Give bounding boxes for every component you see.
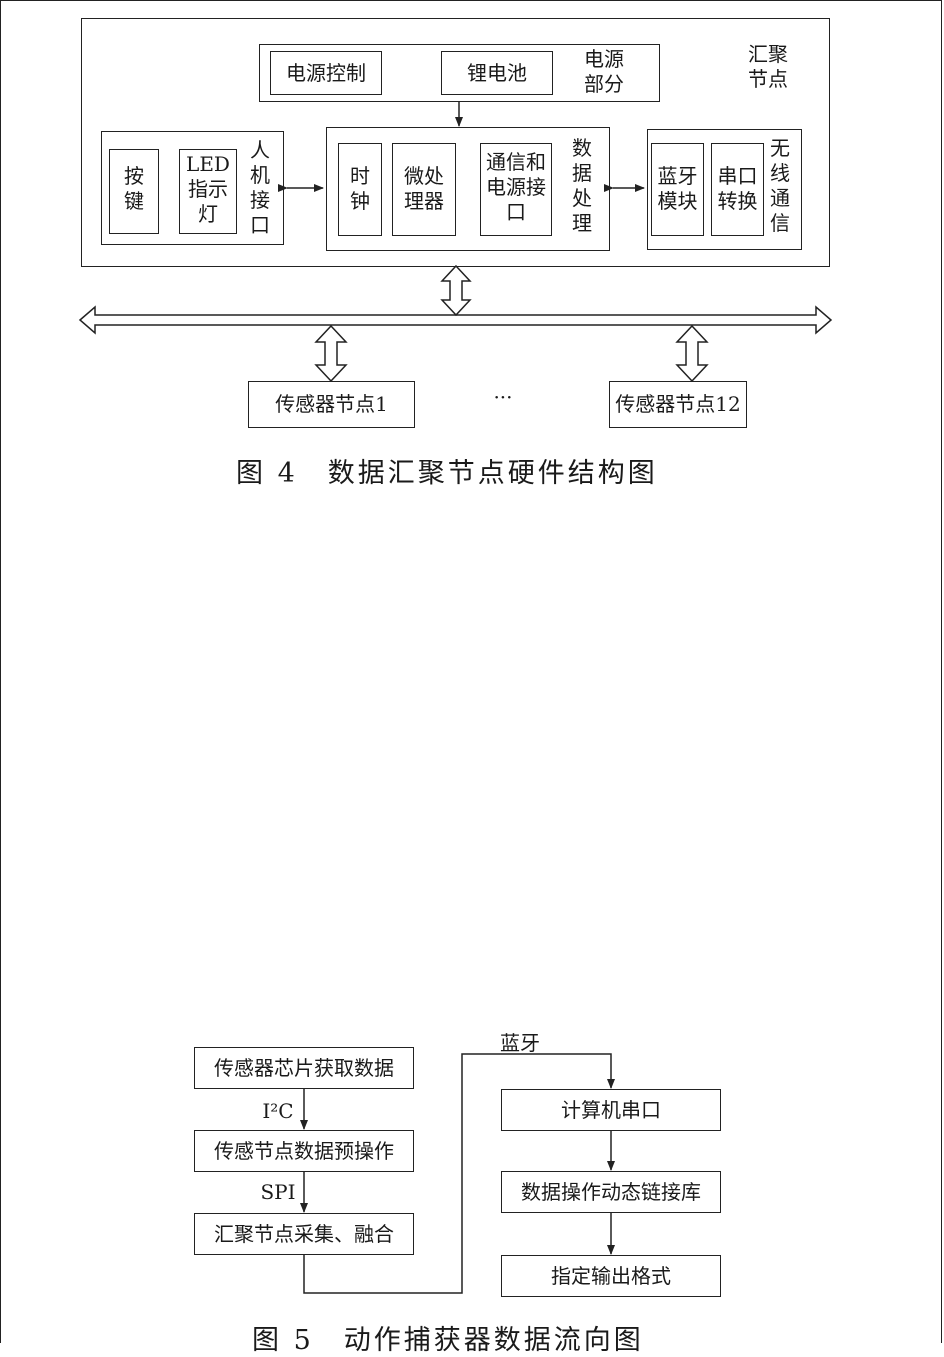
- step5-box: [501, 1171, 721, 1213]
- led-box: [179, 149, 237, 234]
- step4-label: 计算机串口: [561, 1098, 661, 1122]
- step4-box: [501, 1089, 721, 1131]
- comm-label-line: 电源接: [486, 175, 546, 199]
- serial-label-line: 串口: [717, 164, 758, 188]
- microprocessor-label: 微处 理器: [392, 164, 456, 214]
- bus-sensor12-arrow: [675, 324, 709, 383]
- power-section-label-line: 部分: [584, 72, 624, 96]
- bluetooth-label-line: 蓝牙: [657, 164, 698, 188]
- button-label-line: 键: [124, 189, 144, 213]
- serial-converter-label: 串口 转换: [711, 164, 764, 214]
- wireless-label-line: 通: [770, 186, 790, 210]
- hmi-label-line: 人: [250, 138, 270, 162]
- bluetooth-module-label: 蓝牙 模块: [651, 164, 704, 214]
- processing-label-line: 理: [572, 211, 592, 235]
- figure-4-connectors: [78, 102, 833, 383]
- i2c-label: I²C: [262, 1099, 294, 1123]
- sensor-node-12-label: 传感器节点12: [615, 392, 741, 416]
- bluetooth-label-line: 模块: [657, 189, 698, 213]
- lithium-battery-box: [441, 51, 553, 95]
- lithium-battery-label: 锂电池: [467, 61, 527, 85]
- clock-label-line: 时: [350, 164, 370, 188]
- figure-4-caption: 图 4 数据汇聚节点硬件结构图: [236, 458, 658, 489]
- microprocessor-label-line: 理器: [404, 189, 444, 213]
- comm-label-line: 通信和: [486, 150, 546, 174]
- led-label: LED 指示 灯: [179, 152, 237, 227]
- step3-label: 汇聚节点采集、融合: [214, 1222, 394, 1246]
- step3-to-step4-connector: [303, 1053, 615, 1294]
- bluetooth-module-box: [651, 143, 704, 236]
- processing-label-line: 据: [572, 161, 592, 185]
- serial-label-line: 转换: [717, 189, 758, 213]
- sink-node-label-line: 节点: [748, 67, 788, 91]
- microprocessor-box: [392, 143, 456, 236]
- sensor-node-1-label: 传感器节点1: [275, 392, 388, 416]
- power-control-box: [270, 51, 382, 95]
- wireless-label-line: 线: [770, 161, 790, 185]
- hmi-label-line: 接: [250, 188, 270, 212]
- hmi-label-line: 口: [250, 213, 270, 237]
- hmi-section-label: 人 机 接 口: [250, 138, 270, 238]
- serial-converter-box: [711, 143, 764, 236]
- bus-double-arrow: [78, 305, 833, 335]
- power-control-label: 电源控制: [286, 61, 366, 85]
- step5-label: 数据操作动态链接库: [521, 1180, 701, 1204]
- wireless-label-line: 无: [770, 136, 790, 160]
- step6-label: 指定输出格式: [551, 1264, 671, 1288]
- figure-5-caption: 图 5 动作捕获器数据流向图: [252, 1325, 644, 1356]
- led-label-line: 指示: [188, 177, 228, 201]
- wireless-label-line: 信: [770, 211, 790, 235]
- clock-box: [338, 143, 382, 236]
- step3-box: [194, 1213, 414, 1255]
- step6-box: [501, 1255, 721, 1297]
- step2-label: 传感节点数据预操作: [214, 1139, 394, 1163]
- comm-label-line: 口: [506, 200, 526, 224]
- step1-label: 传感器芯片获取数据: [214, 1056, 394, 1080]
- clock-label-line: 钟: [350, 189, 370, 213]
- button-label: 按 键: [109, 164, 159, 214]
- button-box: [109, 149, 159, 234]
- sensor-node-1-box: [248, 381, 415, 428]
- comm-power-interface-label: 通信和 电源接 口: [480, 150, 552, 225]
- button-label-line: 按: [124, 164, 144, 188]
- led-label-line: 灯: [198, 202, 218, 226]
- step2-box: [194, 1130, 414, 1172]
- clock-label: 时 钟: [338, 164, 382, 214]
- microprocessor-label-line: 微处: [404, 164, 444, 188]
- ellipsis-label: ···: [493, 385, 513, 409]
- comm-power-interface-box: [480, 143, 552, 236]
- processing-label-line: 数: [572, 136, 592, 160]
- step1-box: [194, 1047, 414, 1089]
- power-section-label-line: 电源: [584, 47, 624, 71]
- wireless-section-label: 无 线 通 信: [770, 136, 790, 236]
- bus-sensor1-arrow: [314, 324, 348, 383]
- processing-section-label: 数 据 处 理: [572, 136, 592, 236]
- spi-label: SPI: [260, 1180, 296, 1204]
- bluetooth-label: 蓝牙: [500, 1031, 540, 1055]
- led-label-line: LED: [186, 152, 230, 176]
- sink-node-label: 汇聚 节点: [748, 42, 788, 92]
- hmi-label-line: 机: [250, 163, 270, 187]
- processing-label-line: 处: [572, 186, 592, 210]
- sink-bus-arrow: [440, 264, 472, 317]
- power-section-label: 电源 部分: [584, 47, 624, 97]
- sensor-node-12-box: [609, 381, 747, 428]
- sink-node-label-line: 汇聚: [748, 42, 788, 66]
